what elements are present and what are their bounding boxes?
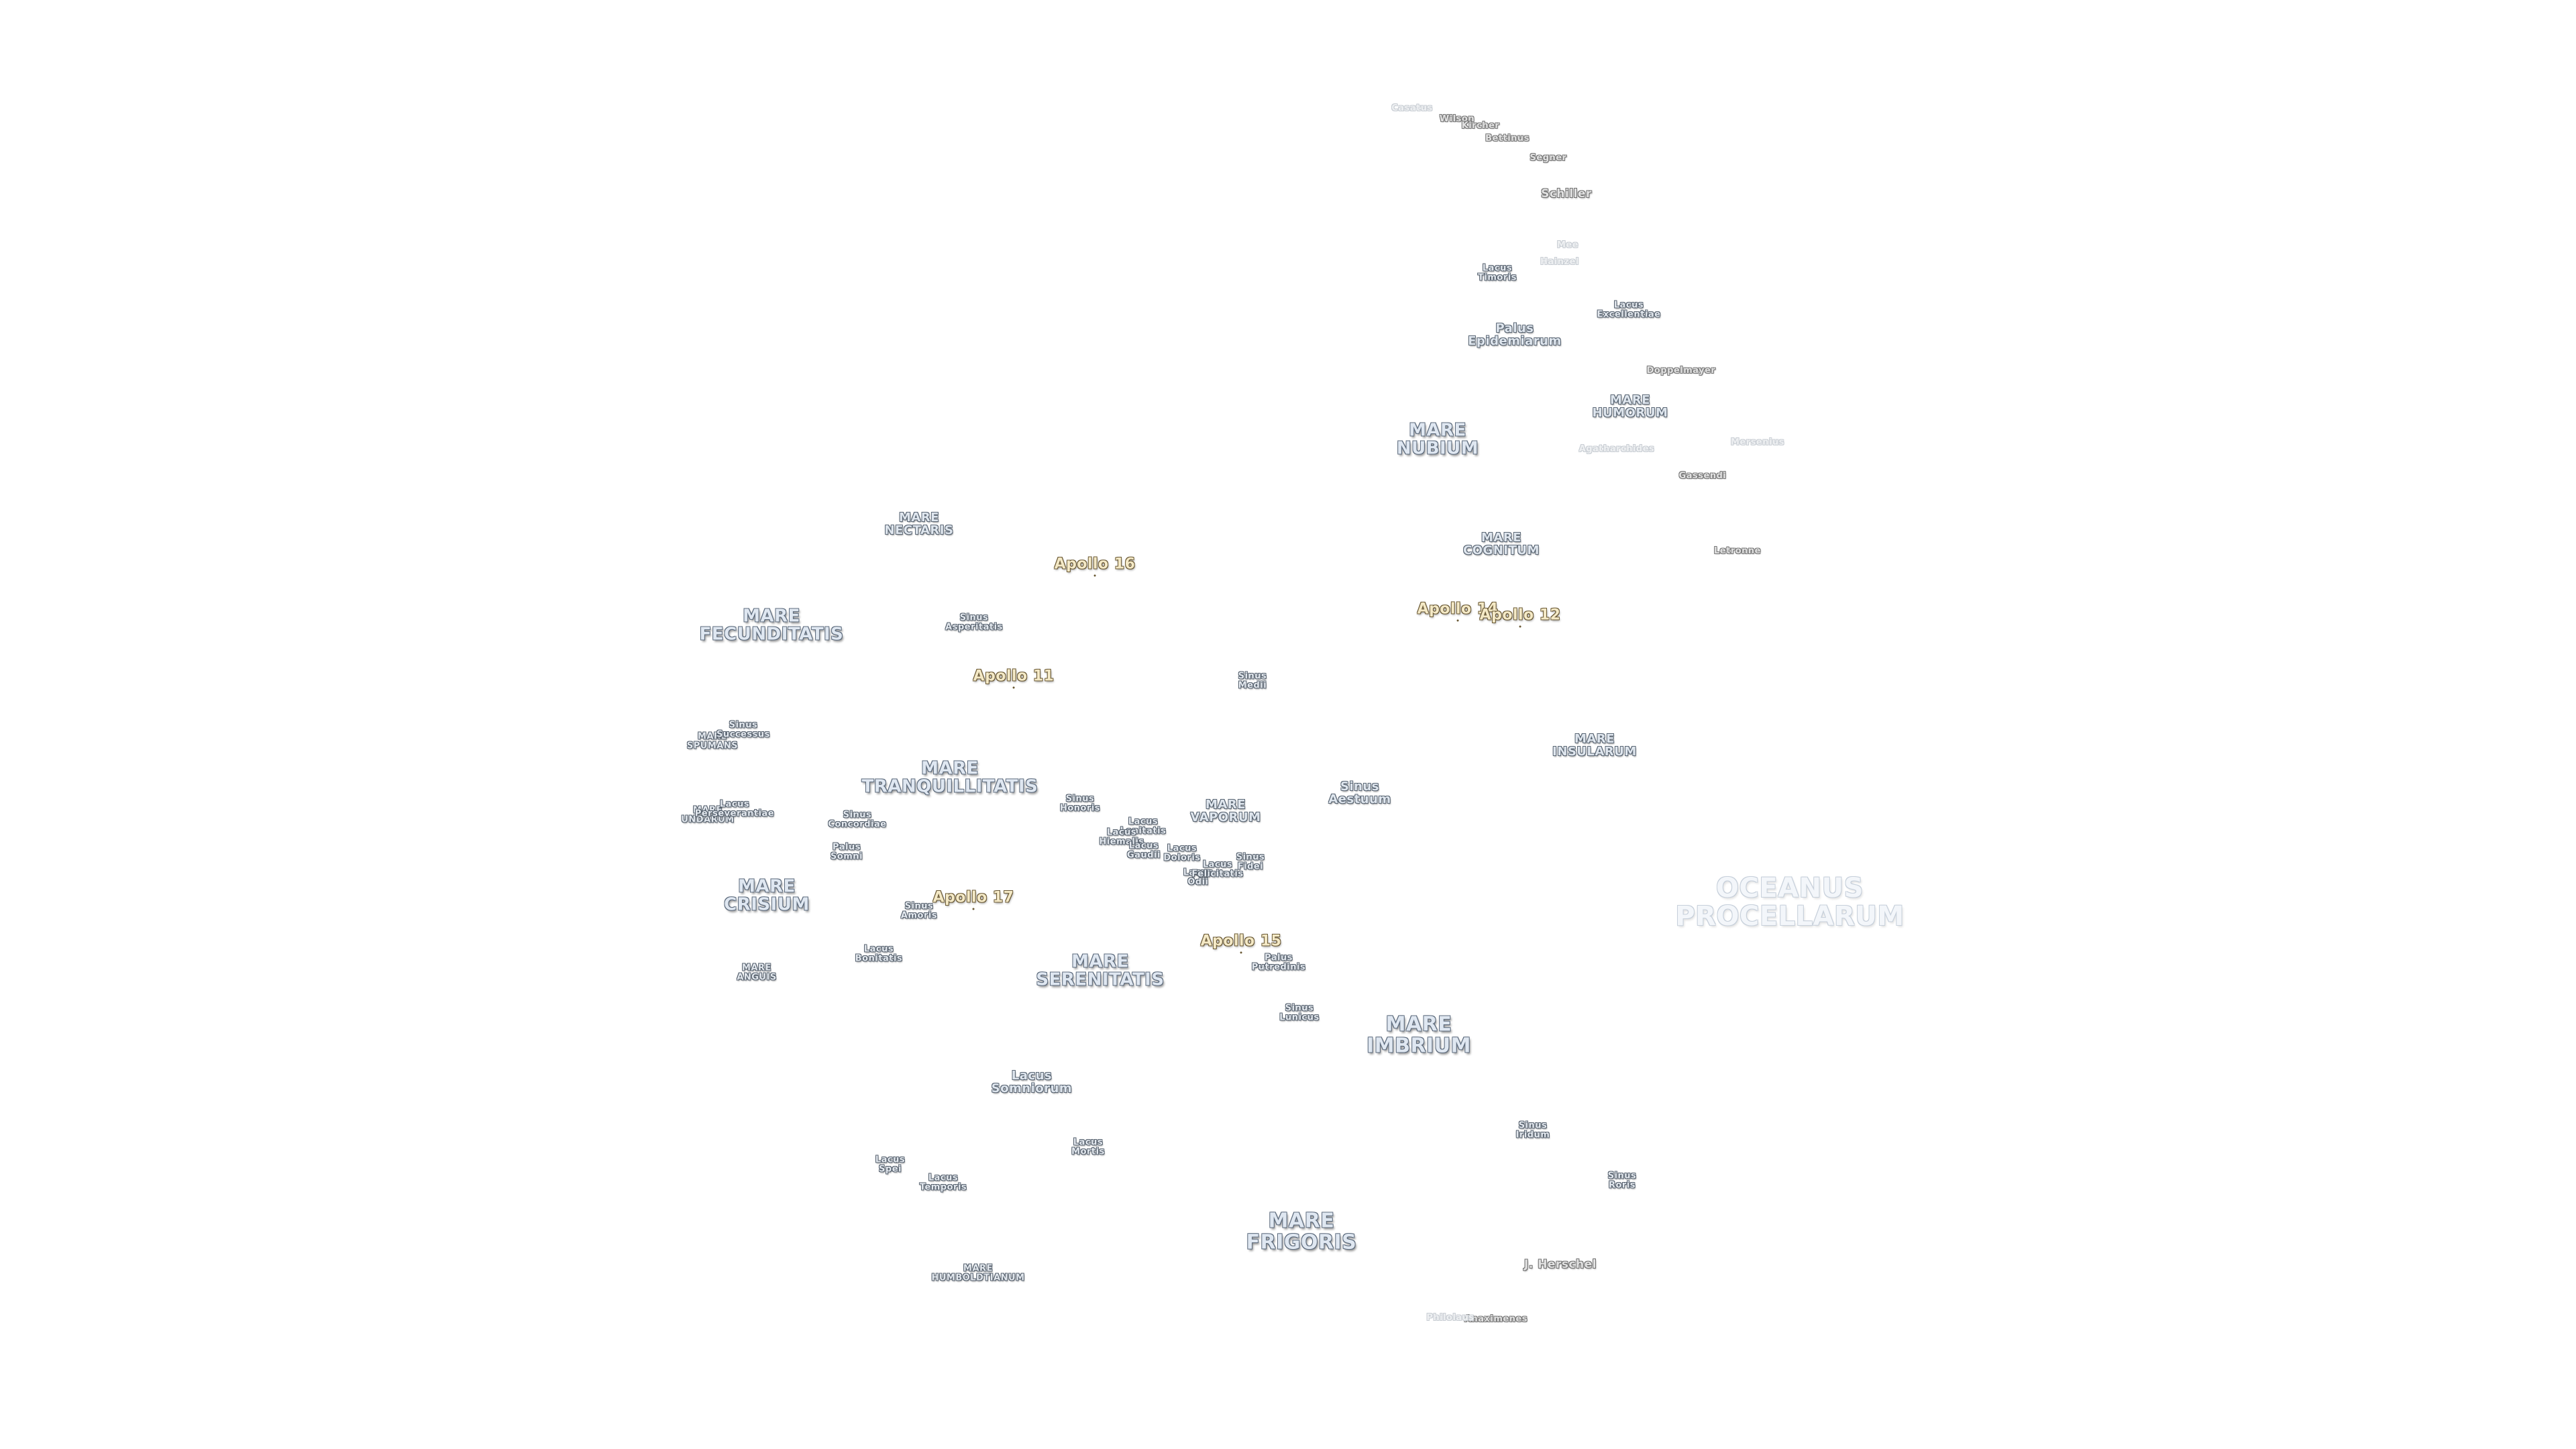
apollo-12-marker[interactable]: Apollo 12 — [1479, 606, 1561, 628]
apollo-16-marker[interactable]: Apollo 16 — [1054, 555, 1136, 577]
crater-j-herschel-label[interactable]: J. Herschel — [1524, 1258, 1597, 1272]
apollo-17-marker[interactable]: Apollo 17 — [932, 889, 1014, 910]
crater-bettinus-label[interactable]: Bettinus — [1485, 133, 1529, 144]
crater-gassendi-label[interactable]: Gassendi — [1678, 471, 1727, 482]
crater-philolaus-label[interactable]: Philolaus — [1426, 1313, 1474, 1324]
crater-casatus-label[interactable]: Casatus — [1391, 103, 1433, 114]
crater-wilson-label[interactable]: Wilson — [1439, 114, 1475, 125]
oceanus-procellarum-label: OCEANUS PROCELLARUM — [1675, 873, 1904, 932]
crater-kircher-label[interactable]: Kircher — [1461, 121, 1500, 131]
apollo-11-marker[interactable]: Apollo 11 — [973, 667, 1055, 689]
crater-mee-label[interactable]: Mee — [1556, 240, 1579, 251]
crater-agatharchides-label[interactable]: Agatharchides — [1578, 444, 1655, 455]
crater-segner-label[interactable]: Segner — [1529, 153, 1567, 164]
crater-mersenius-label[interactable]: Mersenius — [1731, 437, 1784, 448]
crater-doppelmayer-label[interactable]: Doppelmayer — [1646, 366, 1716, 376]
crater-anaximenes-label[interactable]: Anaximenes — [1464, 1314, 1528, 1325]
apollo-15-marker[interactable]: Apollo 15 — [1200, 932, 1282, 954]
apollo-14-marker[interactable]: Apollo 14 — [1417, 600, 1499, 622]
crater-hainzel-label[interactable]: Hainzel — [1540, 257, 1579, 268]
crater-schiller-label[interactable]: Schiller — [1541, 187, 1592, 201]
crater-letronne-label[interactable]: Letronne — [1714, 546, 1761, 557]
